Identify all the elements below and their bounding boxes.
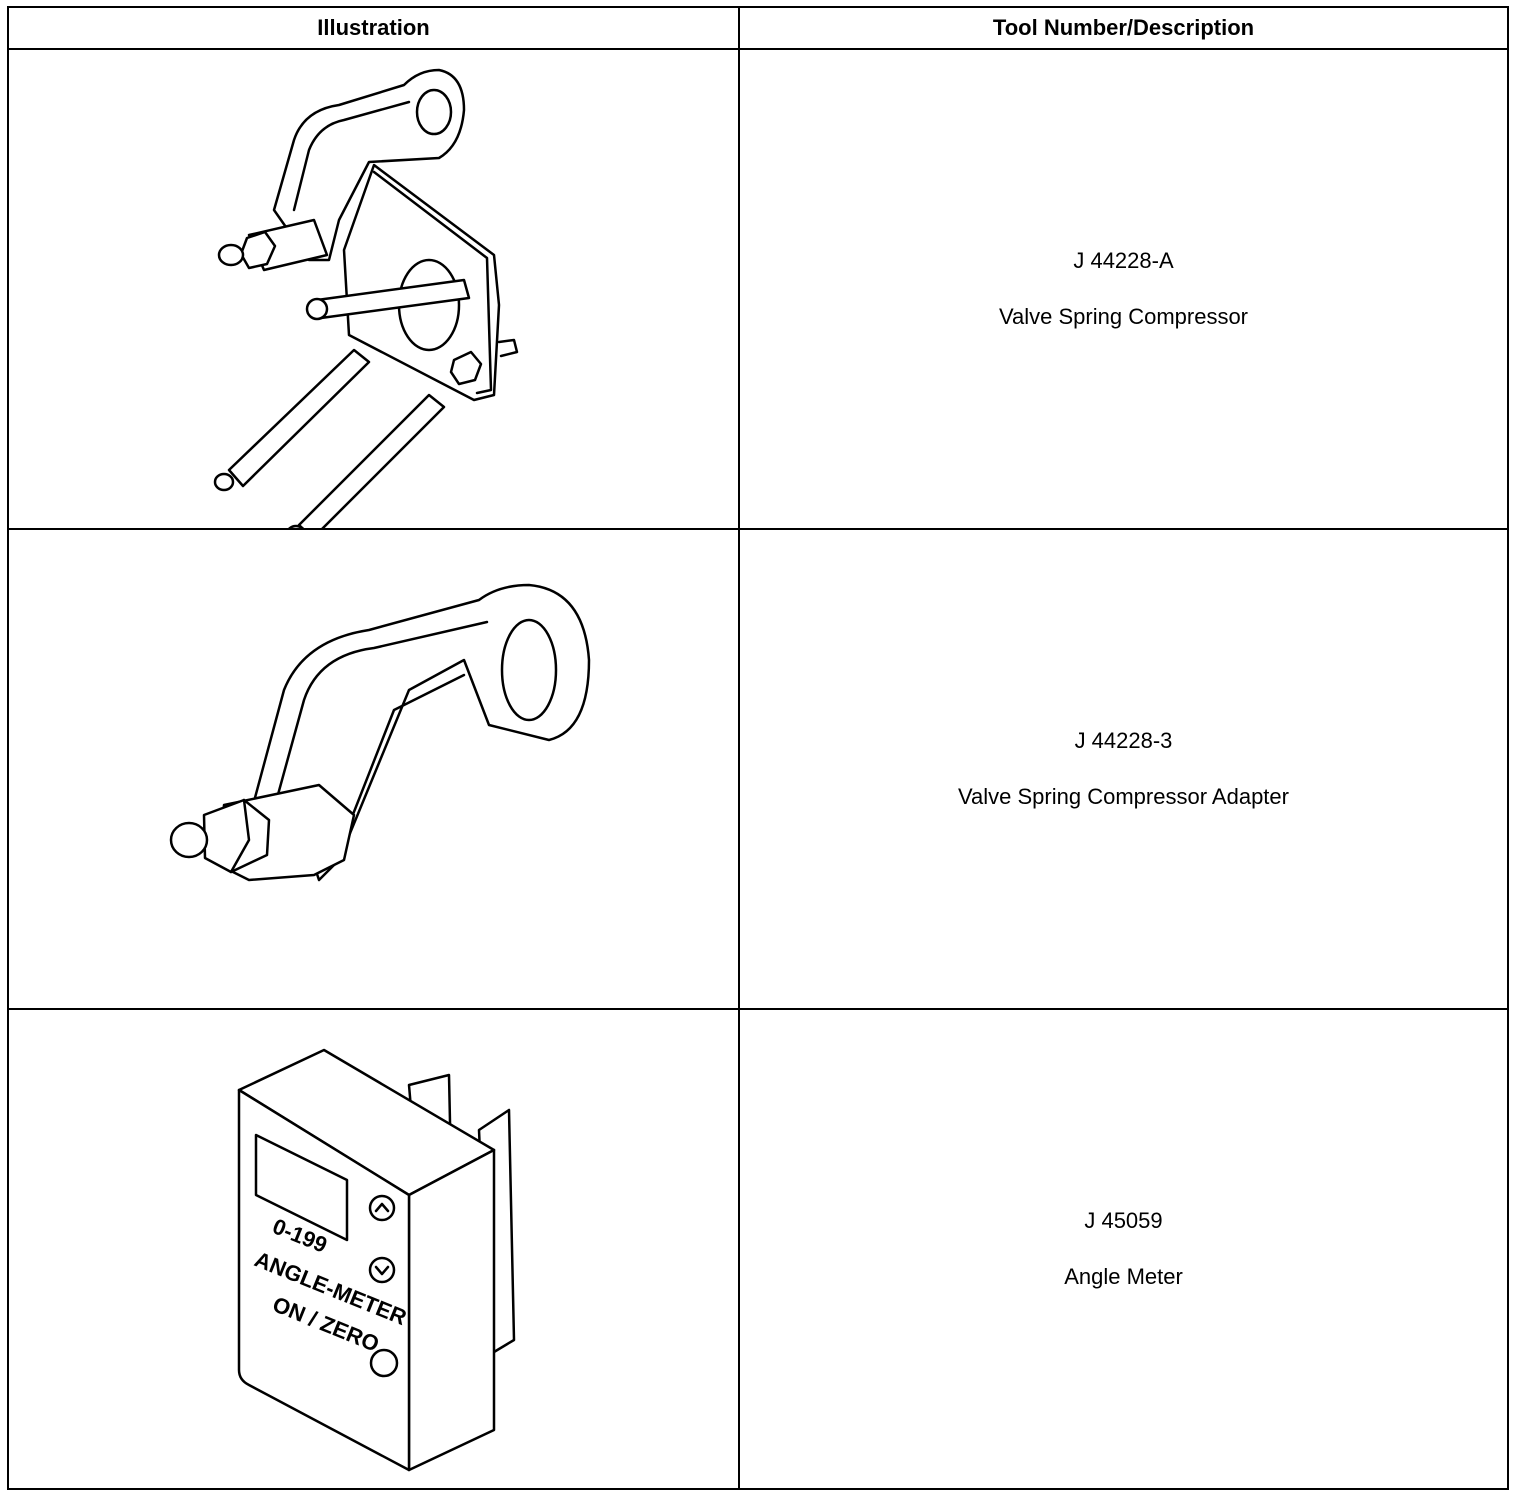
tool-number: J 45059 — [1084, 1208, 1163, 1233]
table-row: J 44228-3 Valve Spring Compressor Adapte… — [7, 528, 1509, 1010]
angle-meter-drawing: 0-199 ANGLE-METER ON / ZERO — [237, 1048, 516, 1472]
illustration-cell — [7, 48, 740, 530]
tool-cell: J 44228-3 Valve Spring Compressor Adapte… — [738, 528, 1509, 1010]
compressor-adapter-drawing — [169, 583, 591, 882]
tool-cell: J 45059 Angle Meter — [738, 1008, 1509, 1490]
tool-description: Angle Meter — [1064, 1264, 1183, 1289]
table-row: J 44228-A Valve Spring Compressor — [7, 48, 1509, 530]
illustration-header: Illustration — [7, 6, 740, 50]
tool-number: J 44228-A — [1073, 248, 1174, 273]
table-row: 0-199 ANGLE-METER ON / ZERO J 45059 Angl… — [7, 1008, 1509, 1490]
valve-spring-compressor-drawing — [213, 68, 519, 528]
tool-description: Valve Spring Compressor — [998, 304, 1249, 329]
tool-number: J 44228-3 — [1074, 728, 1173, 753]
tool-description: Valve Spring Compressor Adapter — [958, 784, 1289, 809]
tool-header: Tool Number/Description — [738, 6, 1509, 50]
illustration-cell — [7, 528, 740, 1010]
illustration-cell: 0-199 ANGLE-METER ON / ZERO — [7, 1008, 740, 1490]
tool-table: Illustration Tool Number/Description — [7, 6, 1509, 1490]
header-row: Illustration Tool Number/Description — [7, 6, 1509, 50]
tool-cell: J 44228-A Valve Spring Compressor — [738, 48, 1509, 530]
